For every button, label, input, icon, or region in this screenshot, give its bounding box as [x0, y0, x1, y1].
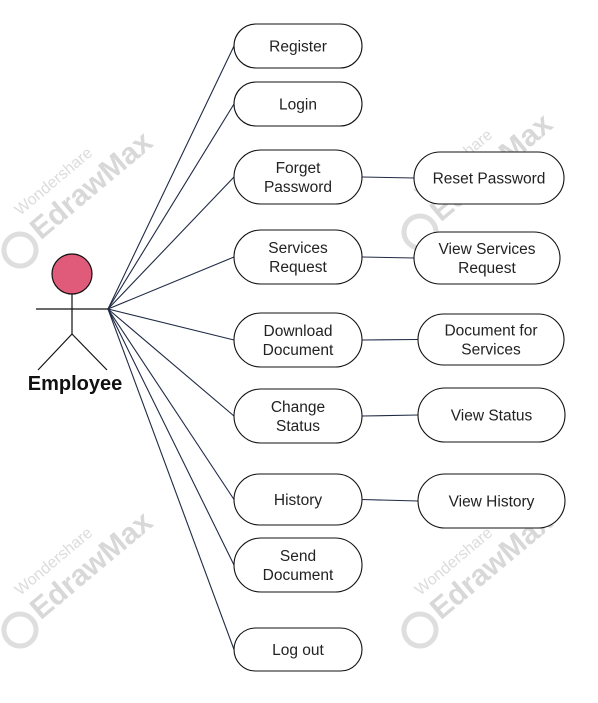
- use-case-history[interactable]: History: [233, 473, 363, 526]
- use-case-shape: [233, 473, 363, 526]
- use-case-label: Log out: [272, 642, 324, 659]
- use-case-shape: [413, 151, 565, 205]
- use-case-label: Status: [276, 418, 320, 435]
- use-case-label: Document: [263, 342, 334, 359]
- extension-line: [361, 176, 415, 179]
- watermark-bottom-left: Wondershare EdrawMax: [1, 505, 159, 649]
- use-case-shape: [417, 473, 566, 529]
- actor-association-line: [107, 176, 235, 310]
- watermark-logo-icon: [401, 611, 439, 649]
- use-case-shape: [233, 388, 363, 444]
- use-case-label: Password: [264, 179, 332, 196]
- use-case-label: Login: [279, 97, 317, 114]
- use-case-label: Document: [263, 567, 334, 584]
- use-case-shape: [233, 149, 363, 205]
- actor-association-line: [107, 308, 235, 417]
- use-case-label: Change: [271, 399, 325, 416]
- use-case-label: View History: [449, 494, 535, 511]
- extension-line: [361, 414, 419, 417]
- actor-association-line: [107, 308, 235, 566]
- actor-association-line: [107, 45, 235, 310]
- use-case-shape: [233, 537, 363, 593]
- extension-line: [361, 338, 419, 341]
- use-case-shape: [413, 231, 561, 285]
- use-case-log-out[interactable]: Log out: [233, 627, 363, 672]
- use-case-login[interactable]: Login: [233, 81, 363, 127]
- use-case-register[interactable]: Register: [233, 23, 363, 69]
- actor-left-leg: [37, 333, 73, 371]
- actor-association-line: [107, 308, 235, 650]
- actor-label: Employee: [28, 373, 122, 395]
- use-case-label: View Services: [438, 241, 535, 258]
- use-case-view-status[interactable]: View Status: [417, 387, 566, 443]
- actor-right-leg: [71, 333, 108, 371]
- use-cases: RegisterLoginForgetPasswordServicesReque…: [233, 23, 566, 672]
- use-case-label: View Status: [451, 408, 533, 425]
- actor[interactable]: Employee: [28, 253, 122, 395]
- actor-association-line: [107, 308, 235, 341]
- use-case-label: Forget: [276, 160, 321, 177]
- use-case-shape: [233, 23, 363, 69]
- actor-association-line: [107, 103, 235, 310]
- use-case-shape: [233, 81, 363, 127]
- connectors: [107, 45, 419, 650]
- use-case-label: Services: [461, 342, 521, 359]
- watermark-logo-icon: [1, 611, 39, 649]
- use-case-label: History: [274, 492, 322, 509]
- actor-association-line: [107, 308, 235, 500]
- actor-association-line: [107, 256, 235, 310]
- extension-line: [361, 498, 419, 502]
- use-case-label: Services: [268, 240, 328, 257]
- use-case-label: Request: [269, 259, 327, 276]
- watermark-logo-icon: [1, 231, 39, 269]
- use-case-view-history[interactable]: View History: [417, 473, 566, 529]
- use-case-shape: [417, 313, 565, 366]
- use-case-shape: [233, 229, 363, 285]
- use-case-label: Request: [458, 260, 516, 277]
- use-case-label: Document for: [444, 323, 537, 340]
- actor-head-icon: [51, 253, 93, 295]
- extension-line: [361, 256, 415, 259]
- use-case-label: Download: [264, 323, 333, 340]
- use-case-label: Send: [280, 548, 316, 565]
- use-case-label: Register: [269, 39, 327, 56]
- use-case-shape: [233, 627, 363, 672]
- use-case-reset-password[interactable]: Reset Password: [413, 151, 565, 205]
- use-case-shape: [417, 387, 566, 443]
- use-case-label: Reset Password: [433, 171, 546, 188]
- use-case-shape: [233, 312, 363, 368]
